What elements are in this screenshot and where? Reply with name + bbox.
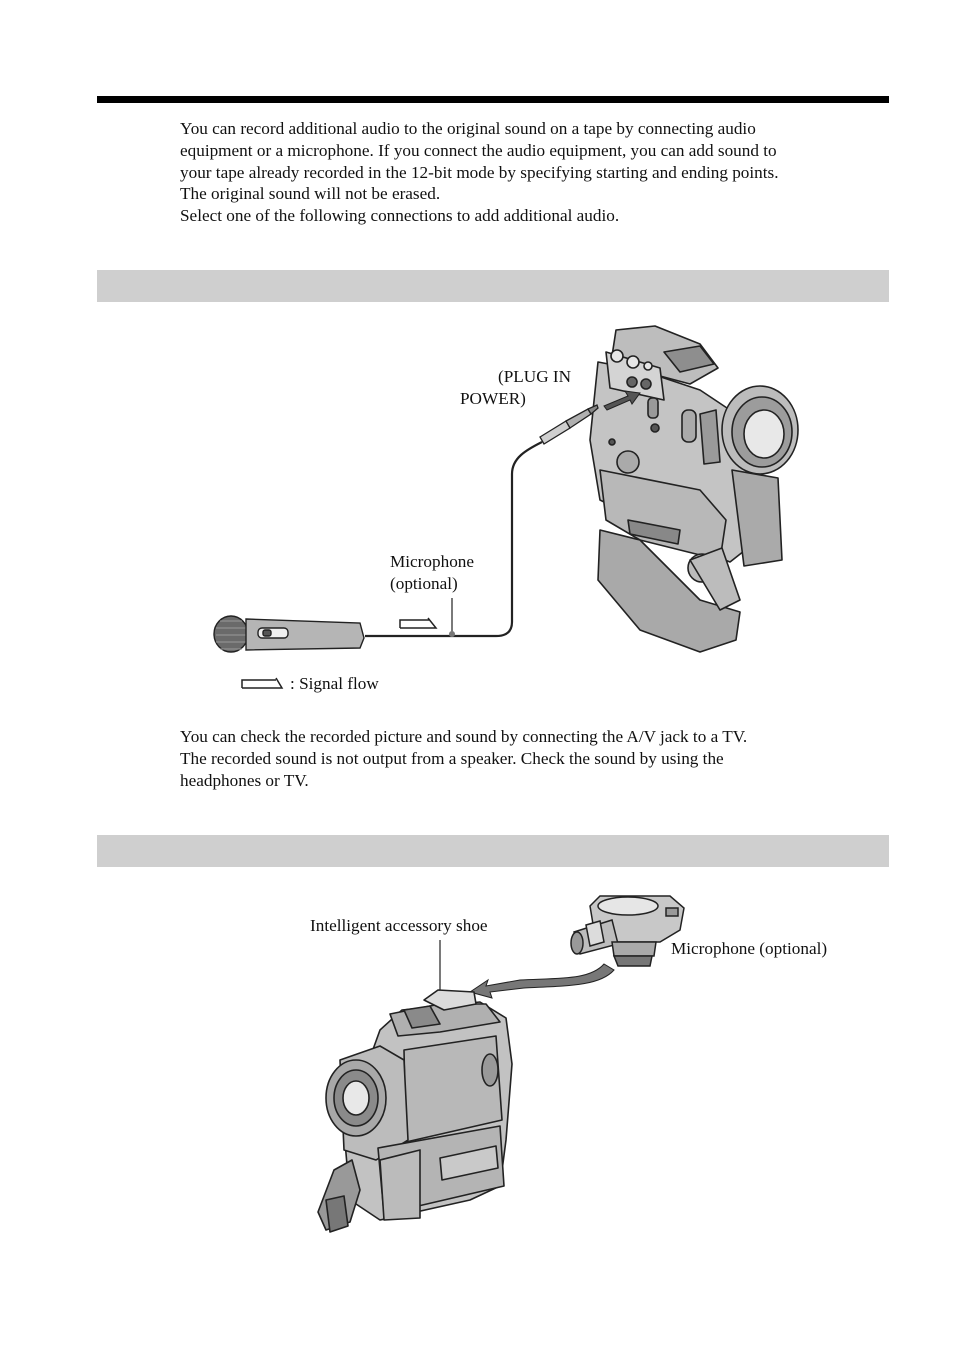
attach-arrow (468, 963, 615, 999)
jack-label-line: POWER) (460, 389, 526, 408)
intro-line: Select one of the following connections … (180, 206, 620, 226)
jack-label-line: (PLUG IN (498, 367, 572, 386)
mic-cable (365, 441, 543, 638)
header-rule (97, 96, 889, 103)
section2-heading-band (97, 835, 889, 867)
note-line: The recorded sound is not output from a … (180, 748, 724, 768)
note-paragraph: You can check the recorded picture and s… (180, 726, 890, 791)
shoe-microphone-label: Microphone (optional) (671, 939, 828, 958)
note-line: You can check the recorded picture and s… (180, 727, 748, 746)
microphone-label: Microphone (optional) (390, 551, 474, 594)
mic-leader-dot (449, 631, 455, 637)
intro-line: You can record additional audio to the o… (180, 119, 756, 138)
signal-flow-legend-icon (241, 677, 284, 689)
jack-label-2: POWER) (460, 388, 526, 410)
section1-heading-band (97, 270, 889, 302)
note-line: headphones or TV. (180, 770, 309, 790)
signal-flow-legend-text: : Signal flow (290, 674, 379, 693)
figure-mic-to-jack (213, 325, 799, 689)
shoe-microphone (570, 895, 685, 967)
jack-label: (PLUG IN (498, 366, 571, 388)
microphone-label-line: Microphone (390, 552, 475, 571)
camcorder-side-illustration (589, 325, 799, 653)
intro-line: your tape already recorded in the 12-bit… (180, 162, 779, 182)
intro-line: The original sound will not be erased. (180, 184, 441, 204)
microphone-label-line: (optional) (390, 573, 458, 593)
plug-in-arrow (603, 390, 641, 411)
camcorder-front-illustration (317, 989, 513, 1233)
intro-line: equipment or a microphone. If you connec… (180, 140, 777, 160)
signal-flow-arrow-on-cable (399, 617, 438, 629)
handheld-microphone (213, 615, 365, 653)
intro-paragraph: You can record additional audio to the o… (180, 118, 890, 227)
accessory-shoe-label: Intelligent accessory shoe (310, 916, 488, 935)
mic-plug (539, 404, 599, 445)
